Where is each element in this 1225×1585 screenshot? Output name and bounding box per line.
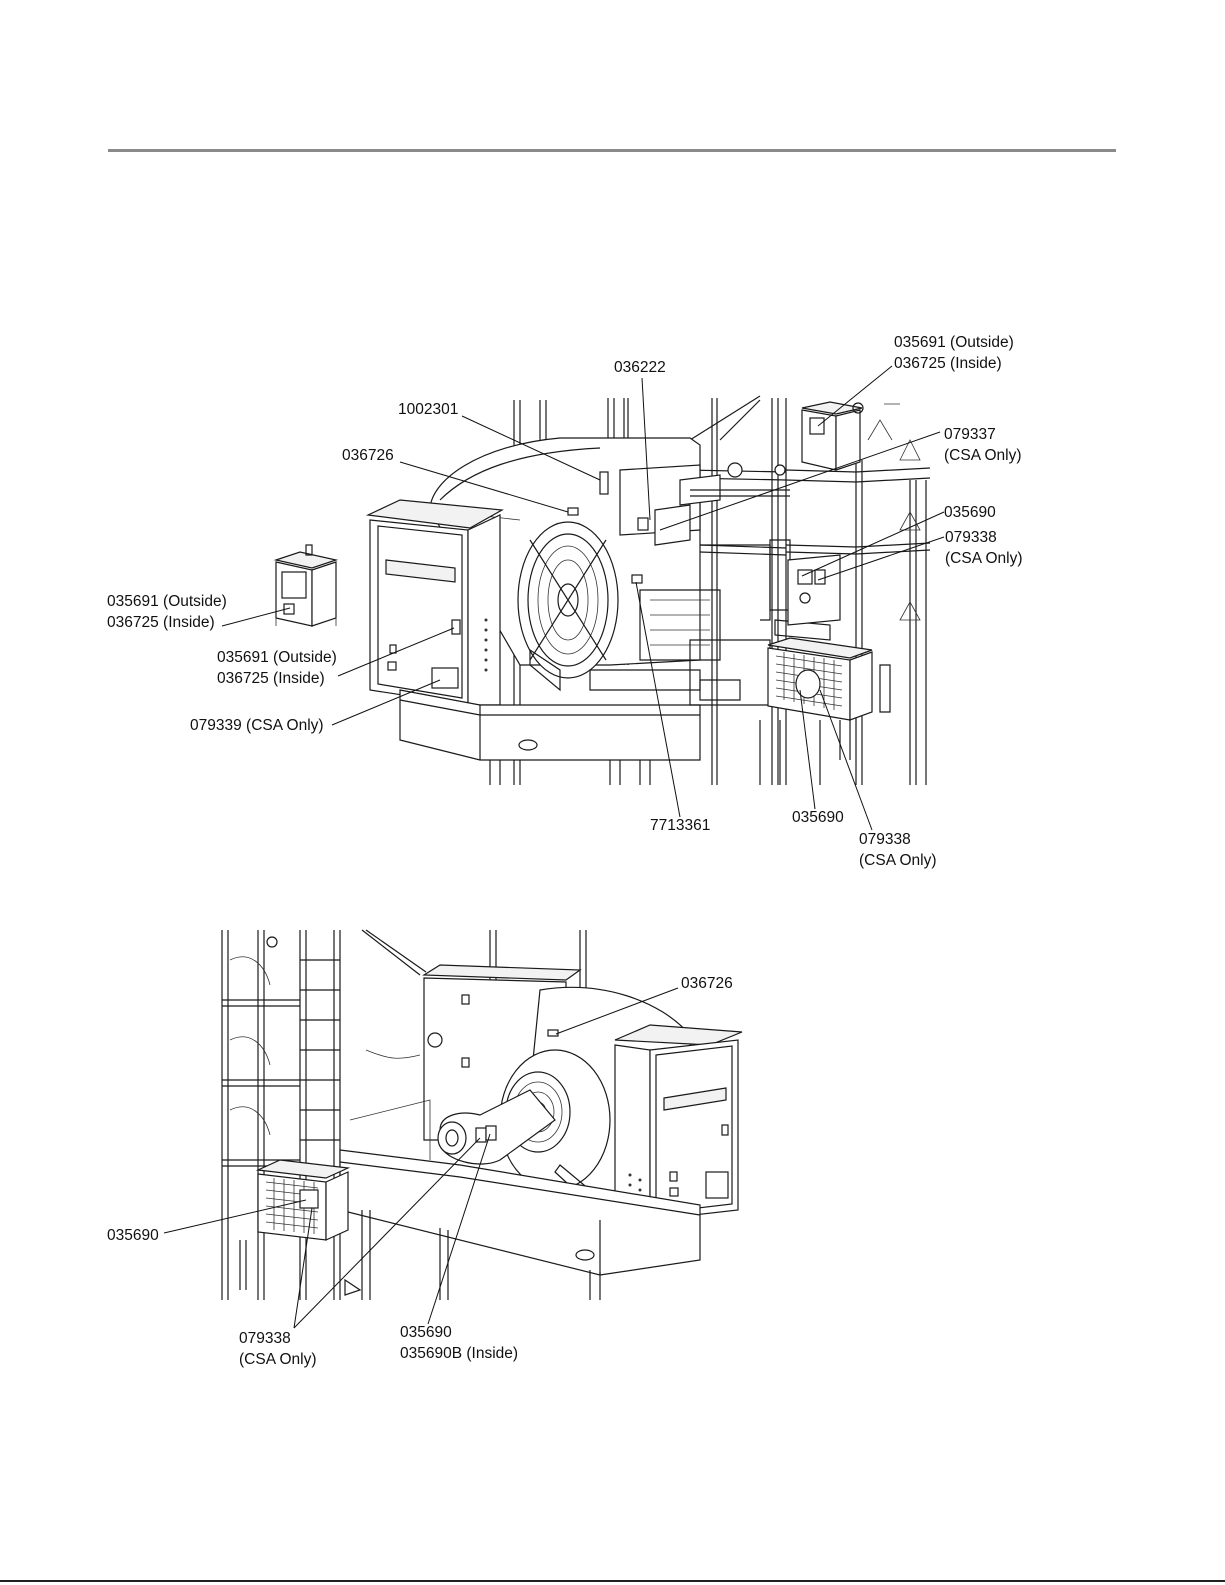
label-7713361 [632,575,642,583]
label-036726-lower [548,1030,558,1036]
label-035691-top [810,418,824,434]
top-equipment-illustration [368,396,930,785]
callout-c13-line2: (CSA Only) [859,852,937,869]
label-035690-inside [486,1126,496,1140]
callout-d3-line2: (CSA Only) [239,1351,317,1368]
callout-c2: 036222 [614,359,666,376]
callout-c7-line1: 079338 [945,529,997,546]
callout-c8-line2: 036725 (Inside) [107,614,215,631]
loose-junction-box [276,545,336,626]
callout-c11: 7713361 [650,817,710,834]
callout-c9-line2: 036725 (Inside) [217,670,325,687]
callout-c13-line1: 079338 [859,831,911,848]
callout-d1: 036726 [681,975,733,992]
callout-c12: 035690 [792,809,844,826]
callout-d4-line2: 035690B (Inside) [400,1345,518,1362]
label-1002301 [600,472,608,494]
footer-rule [0,1580,1225,1582]
label-079339 [432,668,458,688]
callout-c5-line2: (CSA Only) [944,447,1022,464]
callout-d3-line1: 079338 [239,1330,291,1347]
label-036726 [568,508,578,515]
callout-c5-line1: 079337 [944,426,996,443]
bottom-equipment-illustration [222,930,742,1300]
label-035690-lower [796,670,820,698]
label-035690-left [300,1190,318,1208]
label-036222 [638,518,648,530]
callout-c9-line1: 035691 (Outside) [217,649,337,666]
callout-d2: 035690 [107,1227,159,1244]
callout-c6: 035690 [944,504,996,521]
callout-c3: 1002301 [398,401,458,418]
callout-d4-line1: 035690 [400,1324,452,1341]
callout-c1-line2: 036725 (Inside) [894,355,1002,372]
callout-c4: 036726 [342,447,394,464]
callout-c8-line1: 035691 (Outside) [107,593,227,610]
label-079338-upper [815,570,825,584]
callout-c10: 079339 (CSA Only) [190,717,324,734]
callout-c7-line2: (CSA Only) [945,550,1023,567]
callout-c1-line1: 035691 (Outside) [894,334,1014,351]
